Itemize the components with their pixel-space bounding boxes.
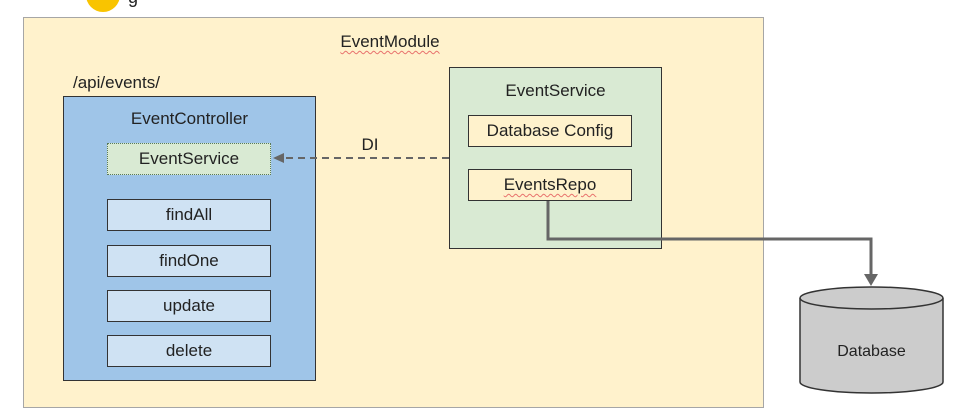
events-repo-text: EventsRepo (503, 175, 597, 194)
module-title-text: EventModule (340, 32, 440, 51)
method-find-all[interactable]: findAll (107, 199, 271, 231)
yellow-circle-icon (86, 0, 120, 12)
module-title: EventModule (290, 30, 490, 54)
route-label: /api/events/ (73, 73, 160, 92)
method-update[interactable]: update (107, 290, 271, 322)
database-label: Database (837, 343, 906, 360)
service-title: EventService (505, 81, 606, 100)
events-repo-item: EventsRepo (468, 169, 632, 201)
controller-title: EventController (130, 109, 249, 128)
repo-to-database-arrow-head (864, 274, 878, 286)
database-config-item: Database Config (468, 115, 632, 147)
method-delete[interactable]: delete (107, 335, 271, 367)
injected-event-service: EventService (107, 143, 271, 175)
method-find-one[interactable]: findOne (107, 245, 271, 277)
database-cylinder-top (799, 286, 944, 310)
di-label: DI (361, 135, 379, 154)
top-fragment-text: g (128, 0, 158, 6)
